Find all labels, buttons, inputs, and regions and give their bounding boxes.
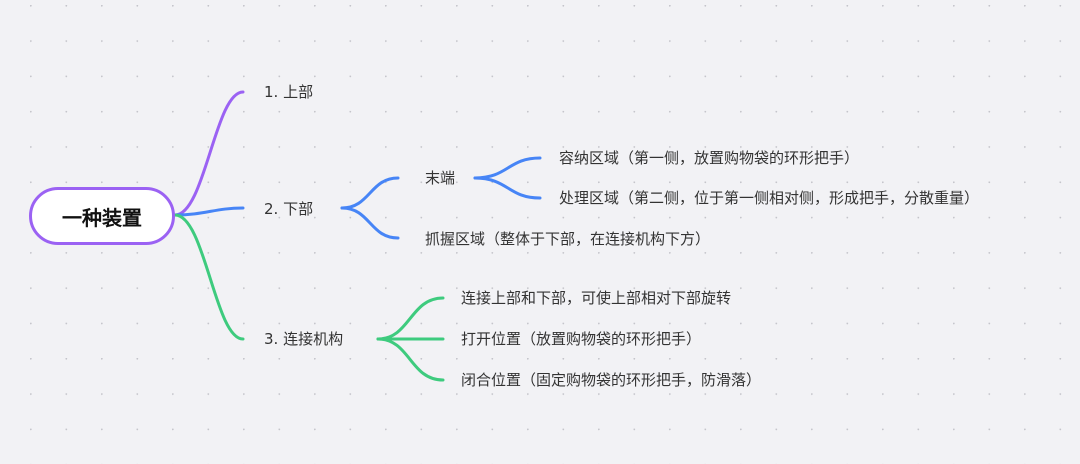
connector-root-lower (173, 206, 245, 217)
node-lower[interactable]: 2. 下部 (264, 200, 314, 218)
node-connection[interactable]: 3. 连接机构 (264, 330, 344, 348)
node-receiving-area[interactable]: 容纳区域（第一侧，放置购物袋的环形把手） (559, 149, 860, 167)
root-label: 一种装置 (62, 205, 142, 230)
node-connection-rotate[interactable]: 连接上部和下部，可使上部相对下部旋转 (461, 289, 732, 307)
node-handling-area[interactable]: 处理区域（第二侧，位于第一侧相对侧，形成把手，分散重量） (559, 189, 980, 207)
connector-lower-grip (340, 206, 400, 240)
connector-conn-3 (376, 337, 445, 382)
node-end[interactable]: 末端 (425, 169, 456, 187)
connector-end-handle (473, 176, 542, 200)
connector-root-upper (173, 90, 245, 217)
node-open-position[interactable]: 打开位置（放置购物袋的环形把手） (461, 330, 702, 348)
connector-root-connection (173, 213, 245, 341)
node-upper[interactable]: 1. 上部 (264, 83, 314, 101)
node-grip-area[interactable]: 抓握区域（整体于下部，在连接机构下方） (425, 230, 711, 248)
node-closed-position[interactable]: 闭合位置（固定购物袋的环形把手，防滑落） (461, 371, 762, 389)
root-node[interactable]: 一种装置 (29, 187, 175, 245)
connector-lower-end (340, 176, 400, 210)
